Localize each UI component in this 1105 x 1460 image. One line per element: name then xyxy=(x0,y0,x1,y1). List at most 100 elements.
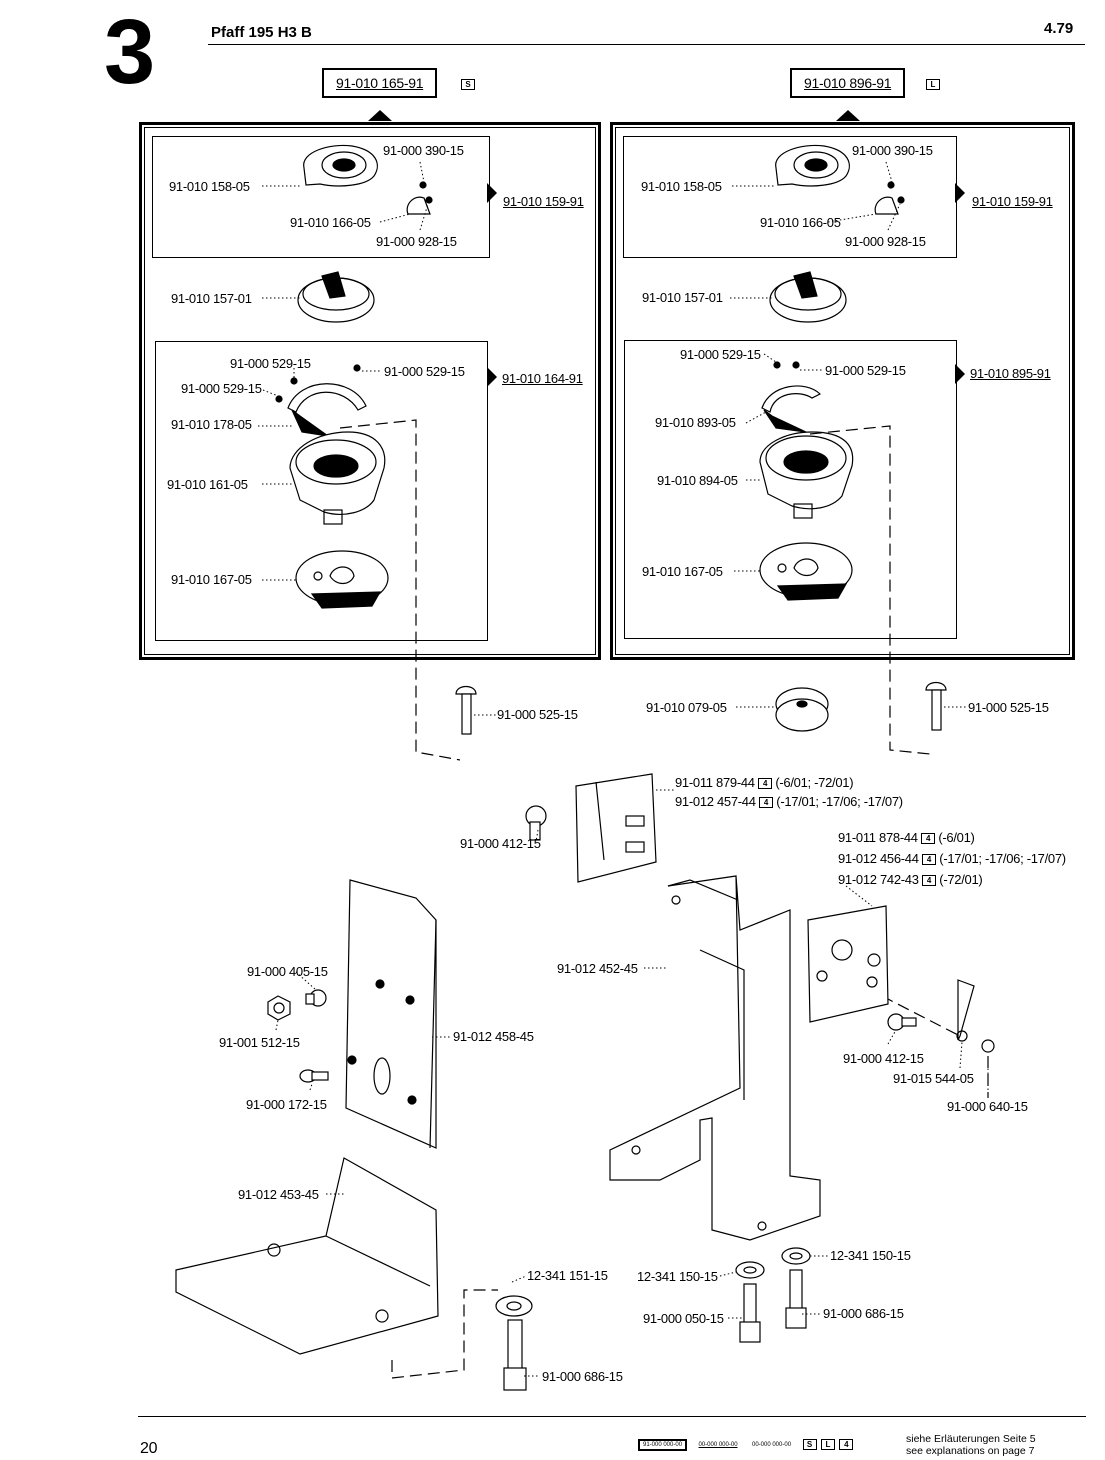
base-plate-drawing xyxy=(175,1157,439,1355)
part-label-R13[interactable]: 91-010 079-05 xyxy=(646,700,727,715)
legend-subassembly: 00-000 000-00 xyxy=(698,1441,738,1448)
model-title: Pfaff 195 H3 B xyxy=(211,24,312,41)
assembly-right-badge: L xyxy=(926,79,940,90)
part-label-B14[interactable]: 91-000 640-15 xyxy=(947,1099,1028,1114)
part-label-B11[interactable]: 91-000 172-15 xyxy=(246,1097,327,1112)
part-label-R7[interactable]: 91-000 529-15 xyxy=(680,347,761,362)
part-label-B20[interactable]: 91-000 686-15 xyxy=(823,1306,904,1321)
part-label-L1[interactable]: 91-000 390-15 xyxy=(383,143,464,158)
variant-note: (-72/01) xyxy=(939,872,983,887)
subassembly-label-L5[interactable]: 91-010 159-91 xyxy=(503,194,584,209)
footer-note-en: see explanations on page 7 xyxy=(906,1445,1035,1457)
part-label-R4[interactable]: 91-000 928-15 xyxy=(845,234,926,249)
part-label-B16[interactable]: 12-341 151-15 xyxy=(527,1268,608,1283)
right-plate-drawing xyxy=(807,905,995,1053)
subassembly-label-L10[interactable]: 91-010 164-91 xyxy=(502,371,583,386)
page-number: 20 xyxy=(140,1440,158,1457)
section-number: 3 xyxy=(104,1,156,103)
variant-badge: 4 xyxy=(758,778,773,790)
footer-rule xyxy=(138,1416,1086,1417)
part-label-R2[interactable]: 91-010 158-05 xyxy=(641,179,722,194)
left-assembly-frame xyxy=(139,122,601,660)
variant-note: (-6/01) xyxy=(938,830,975,845)
part-label-R3[interactable]: 91-010 166-05 xyxy=(760,215,841,230)
variant-badge: 4 xyxy=(921,833,936,845)
assembly-left-number[interactable]: 91-010 165-91 xyxy=(322,68,438,98)
part-label-L7[interactable]: 91-000 529-15 xyxy=(230,356,311,371)
footer-note-de: siehe Erläuterungen Seite 5 xyxy=(906,1433,1036,1445)
revision-date: 4.79 xyxy=(1044,20,1074,37)
part-label-B3[interactable]: 91-000 412-15 xyxy=(460,836,541,851)
part-label-B21[interactable]: 91-000 686-15 xyxy=(542,1369,623,1384)
part-number: 91-012 456-44 xyxy=(838,851,919,866)
variant-badge: 4 xyxy=(758,797,773,809)
assembly-left-badge: S xyxy=(461,79,475,90)
part-label-R6[interactable]: 91-010 157-01 xyxy=(642,290,723,305)
pointer-arrows xyxy=(368,110,965,387)
footer-legend: 91-000 000-00 00-000 000-00 00-000 000-0… xyxy=(638,1436,854,1454)
part-label-R1[interactable]: 91-000 390-15 xyxy=(852,143,933,158)
part-label-B1[interactable]: 91-011 879-44 4 (-6/01; -72/01) xyxy=(675,775,854,790)
part-number: 91-011 879-44 xyxy=(675,775,755,790)
left-hook-box xyxy=(155,341,488,641)
leader-lines xyxy=(258,161,989,1377)
part-label-B17[interactable]: 12-341 150-15 xyxy=(637,1269,718,1284)
part-label-L13[interactable]: 91-010 167-05 xyxy=(171,572,252,587)
legend-badge-l: L xyxy=(820,1439,835,1451)
left-hook-drawing xyxy=(275,364,389,609)
right-hook-box xyxy=(624,340,957,639)
left-bobbin-case-drawing xyxy=(303,144,433,215)
hinge-plate-drawing xyxy=(525,773,657,883)
part-label-B8[interactable]: 91-000 405-15 xyxy=(247,964,328,979)
variant-note: (-17/01; -17/06; -17/07) xyxy=(939,851,1066,866)
part-label-L11[interactable]: 91-010 178-05 xyxy=(171,417,252,432)
cover-plate-drawing xyxy=(267,879,437,1149)
part-label-B2[interactable]: 91-012 457-44 4 (-17/01; -17/06; -17/07) xyxy=(675,794,903,809)
subassembly-label-R9[interactable]: 91-010 895-91 xyxy=(970,366,1051,381)
header-rule xyxy=(208,44,1085,45)
variant-badge: 4 xyxy=(921,875,936,887)
part-label-R14[interactable]: 91-000 525-15 xyxy=(968,700,1049,715)
part-label-B13[interactable]: 91-015 544-05 xyxy=(893,1071,974,1086)
part-label-R8[interactable]: 91-000 529-15 xyxy=(825,363,906,378)
right-bobbin-case-drawing xyxy=(775,144,905,215)
part-label-B10[interactable]: 91-012 458-45 xyxy=(453,1029,534,1044)
part-label-R12[interactable]: 91-010 167-05 xyxy=(642,564,723,579)
screw-drawings xyxy=(455,681,947,735)
part-number: 91-012 742-43 xyxy=(838,872,919,887)
part-label-B4[interactable]: 91-011 878-44 4 (-6/01) xyxy=(838,830,975,845)
part-label-L4[interactable]: 91-000 928-15 xyxy=(376,234,457,249)
right-assembly-frame xyxy=(610,122,1075,660)
main-column-drawing xyxy=(609,875,821,1241)
variant-note: (-6/01; -72/01) xyxy=(775,775,854,790)
part-label-R11[interactable]: 91-010 894-05 xyxy=(657,473,738,488)
legend-badge-4: 4 xyxy=(839,1439,854,1451)
part-label-B7[interactable]: 91-012 452-45 xyxy=(557,961,638,976)
part-label-B15[interactable]: 91-012 453-45 xyxy=(238,1187,319,1202)
legend-assembly: 91-000 000-00 xyxy=(638,1438,688,1451)
part-label-L14[interactable]: 91-000 525-15 xyxy=(497,707,578,722)
part-label-B19[interactable]: 91-000 050-15 xyxy=(643,1311,724,1326)
part-label-L12[interactable]: 91-010 161-05 xyxy=(167,477,248,492)
subassembly-label-R5[interactable]: 91-010 159-91 xyxy=(972,194,1053,209)
part-label-B5[interactable]: 91-012 456-44 4 (-17/01; -17/06; -17/07) xyxy=(838,851,1066,866)
assembly-guide-lines xyxy=(339,419,989,1379)
legend-part: 00-000 000-00 xyxy=(752,1441,792,1448)
bottom-screws-drawing xyxy=(495,1247,811,1391)
assembly-right-number[interactable]: 91-010 896-91 xyxy=(790,68,906,98)
legend-badge-s: S xyxy=(802,1439,817,1451)
part-label-L8[interactable]: 91-000 529-15 xyxy=(384,364,465,379)
part-label-B18[interactable]: 12-341 150-15 xyxy=(830,1248,911,1263)
part-label-L9[interactable]: 91-000 529-15 xyxy=(181,381,262,396)
part-label-L3[interactable]: 91-010 166-05 xyxy=(290,215,371,230)
part-label-B12[interactable]: 91-000 412-15 xyxy=(843,1051,924,1066)
part-number: 91-012 457-44 xyxy=(675,794,756,809)
part-label-B9[interactable]: 91-001 512-15 xyxy=(219,1035,300,1050)
part-label-R10[interactable]: 91-010 893-05 xyxy=(655,415,736,430)
variant-badge: 4 xyxy=(921,854,936,866)
part-label-B6[interactable]: 91-012 742-43 4 (-72/01) xyxy=(838,872,983,887)
part-label-L6[interactable]: 91-010 157-01 xyxy=(171,291,252,306)
variant-note: (-17/01; -17/06; -17/07) xyxy=(776,794,903,809)
part-label-L2[interactable]: 91-010 158-05 xyxy=(169,179,250,194)
